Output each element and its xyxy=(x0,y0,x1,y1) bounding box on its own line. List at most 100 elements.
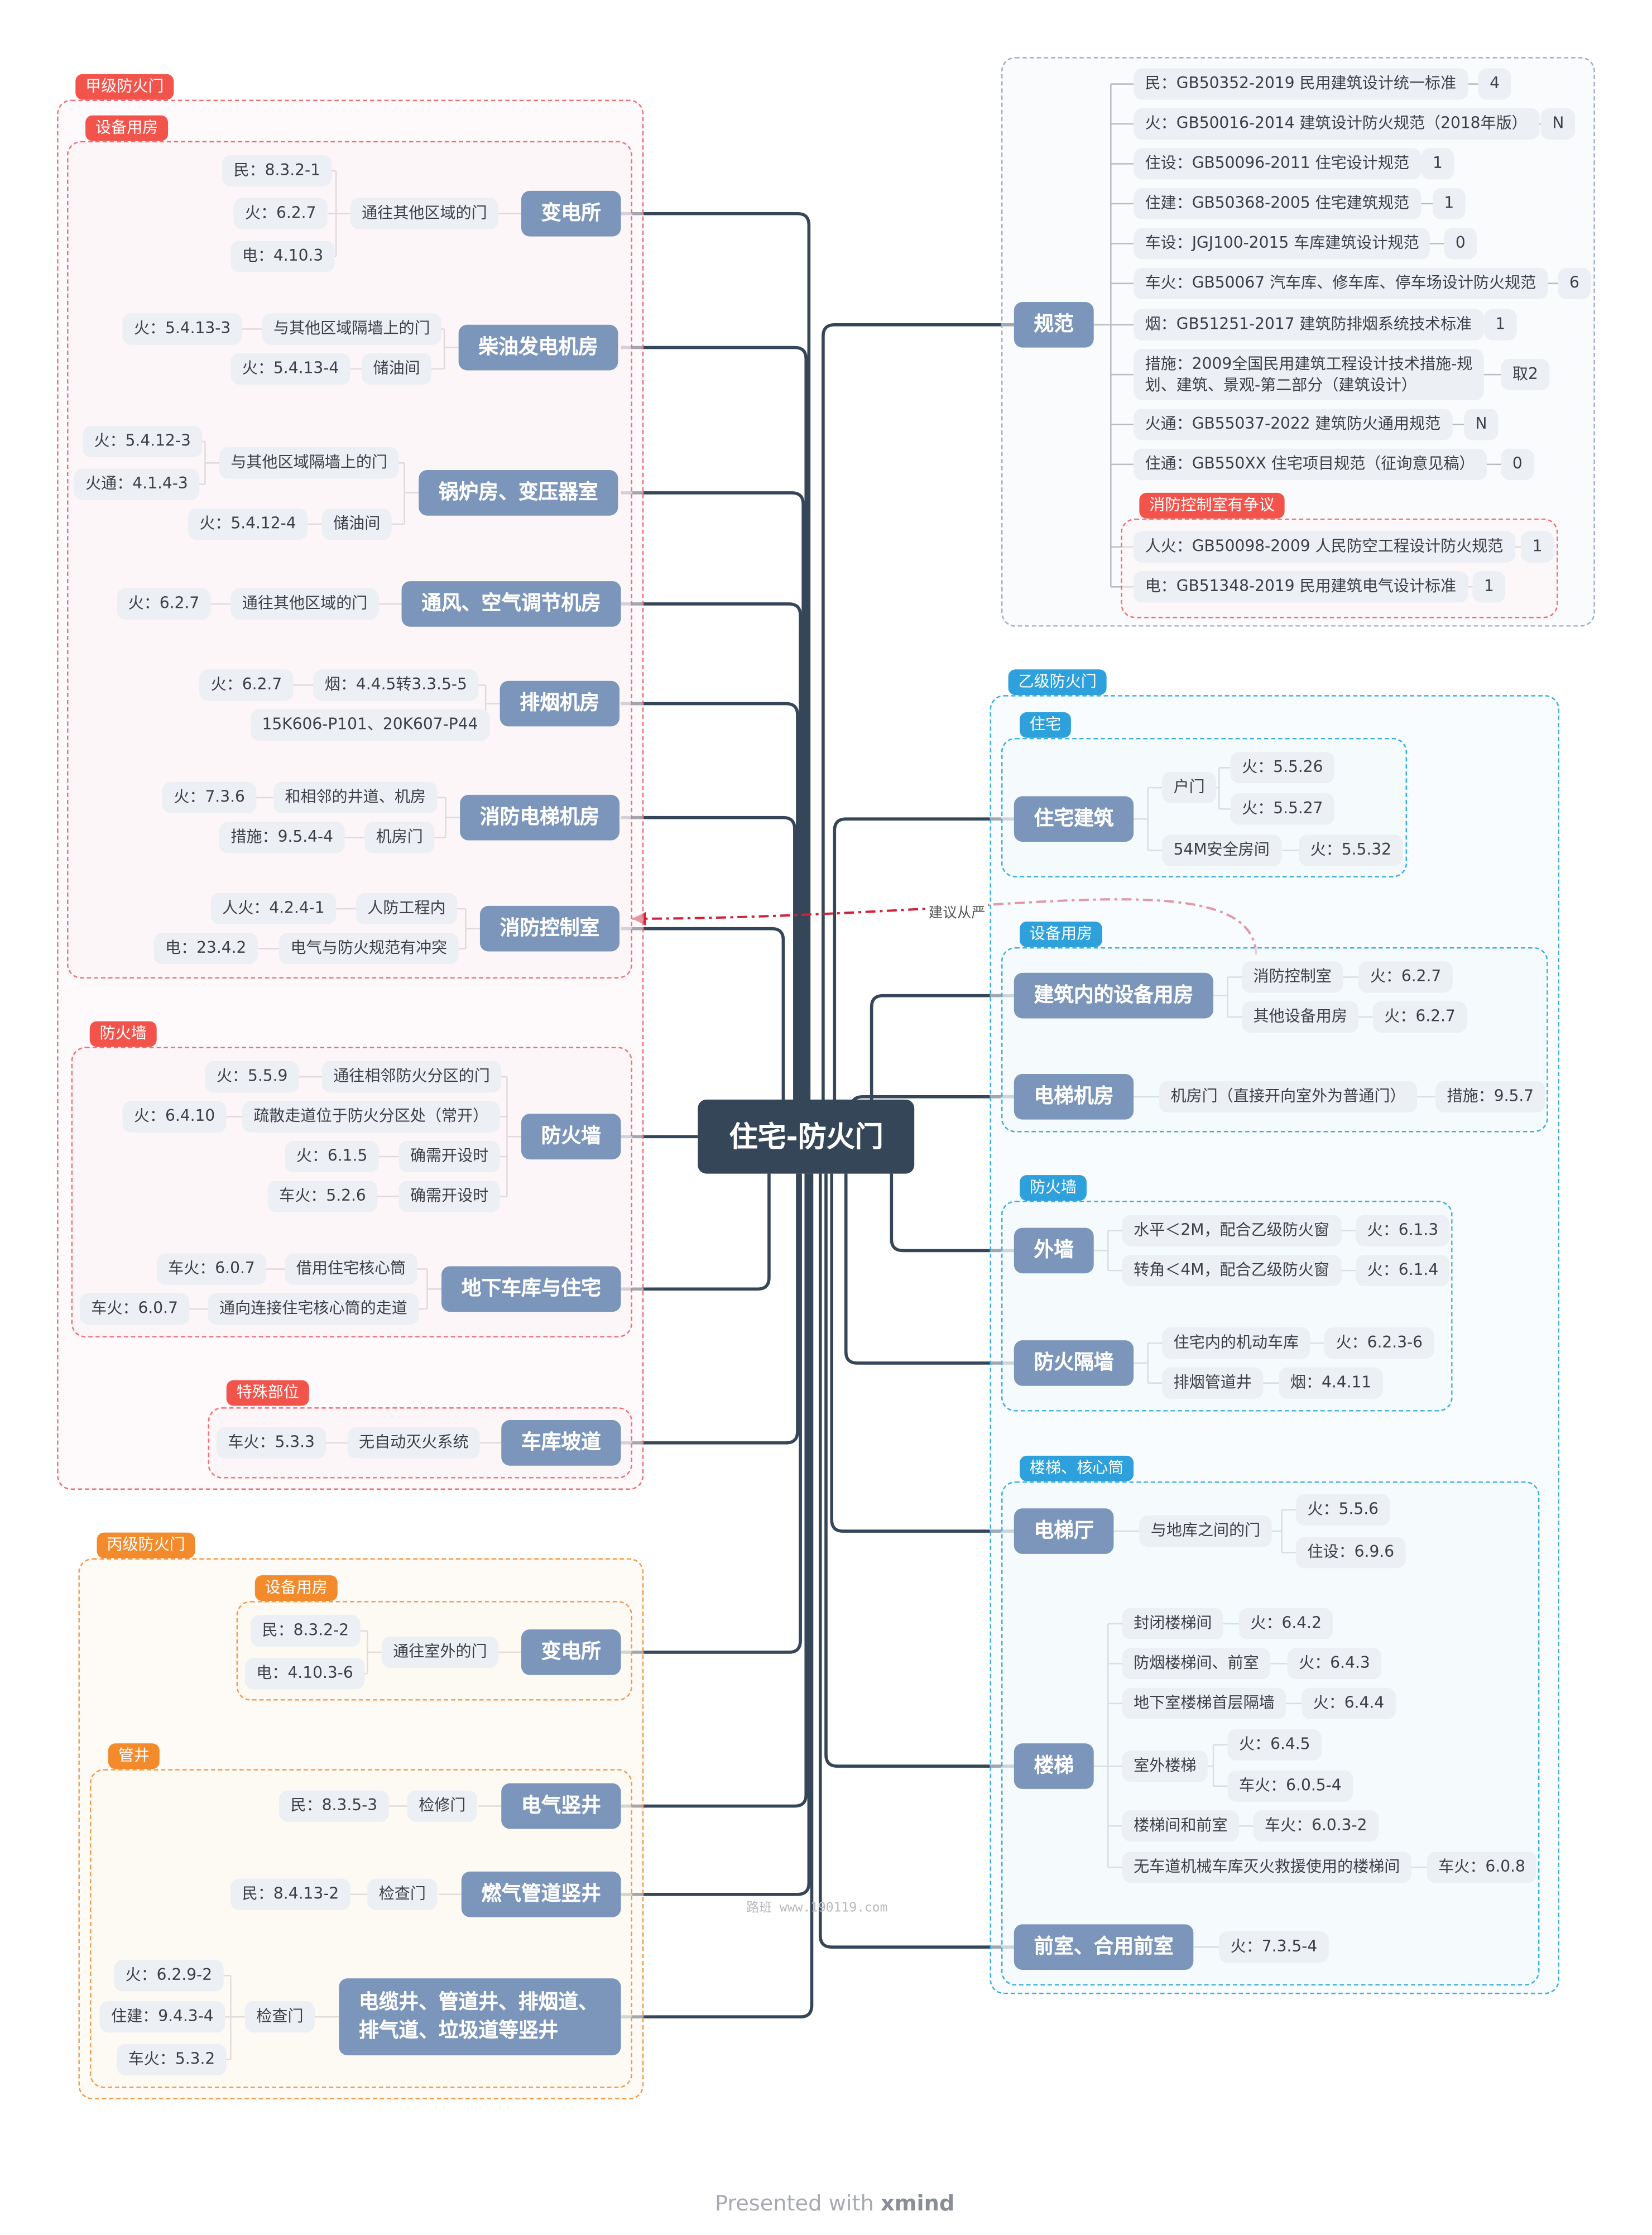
leaf-ref[interactable]: 火：5.5.32 xyxy=(1299,834,1403,866)
topic-xiaofangkongzhi[interactable]: 消防控制室 xyxy=(479,905,620,952)
leaf-count[interactable]: 0 xyxy=(1444,228,1477,260)
leaf-door[interactable]: 转角＜4M，配合乙级防火窗 xyxy=(1122,1255,1341,1287)
leaf-count[interactable]: 1 xyxy=(1433,188,1466,219)
leaf-ref[interactable]: 住设：6.9.6 xyxy=(1296,1537,1406,1569)
leaf-ref[interactable]: 火：5.4.12-3 xyxy=(82,425,203,458)
leaf-ref[interactable]: 车火：6.0.5-4 xyxy=(1227,1770,1353,1802)
topic-dianti[interactable]: 电梯机房 xyxy=(1014,1073,1134,1120)
leaf-door[interactable]: 消防控制室 xyxy=(1242,961,1343,993)
leaf-count[interactable]: 1 xyxy=(1472,571,1506,603)
leaf-standard[interactable]: 电：GB51348-2019 民用建筑电气设计标准 xyxy=(1134,571,1468,603)
topic-zhuzhai[interactable]: 住宅建筑 xyxy=(1014,796,1134,842)
leaf-ref[interactable]: 火：5.4.12-4 xyxy=(188,508,308,540)
leaf-ref[interactable]: 车火：5.2.6 xyxy=(267,1181,378,1212)
leaf-ref[interactable]: 火：6.4.10 xyxy=(122,1101,227,1133)
leaf-door[interactable]: 防烟楼梯间、前室 xyxy=(1122,1648,1271,1680)
leaf-door[interactable]: 其他设备用房 xyxy=(1242,1001,1359,1033)
topic-ranqi[interactable]: 燃气管道竖井 xyxy=(461,1871,621,1917)
topic-tongfeng[interactable]: 通风、空气调节机房 xyxy=(401,581,621,627)
leaf-standard[interactable]: 火：GB50016-2014 建筑设计防火规范（2018年版） xyxy=(1134,108,1539,140)
leaf-count[interactable]: 取2 xyxy=(1501,359,1550,391)
leaf-door[interactable]: 住宅内的机动车库 xyxy=(1162,1327,1310,1359)
topic-dianqi[interactable]: 电气竖井 xyxy=(501,1783,621,1829)
leaf-ref[interactable]: 人火：4.2.4-1 xyxy=(210,893,337,925)
leaf-ref[interactable]: 住建：9.4.3-4 xyxy=(99,2001,225,2033)
leaf-door[interactable]: 通往室外的门 xyxy=(381,1636,499,1668)
leaf-door[interactable]: 地下室楼梯首层隔墙 xyxy=(1122,1687,1286,1719)
topic-dianlan[interactable]: 电缆井、管道井、排烟道、 排气道、垃圾道等竖井 xyxy=(339,1978,621,2056)
topic-biandiansuo-2[interactable]: 变电所 xyxy=(521,1629,621,1675)
leaf-count[interactable]: 4 xyxy=(1478,68,1511,100)
leaf-door[interactable]: 通往其他区域的门 xyxy=(350,198,499,229)
leaf-ref[interactable]: 火：5.4.13-3 xyxy=(122,313,242,345)
leaf-ref[interactable]: 火：6.2.7 xyxy=(1372,1001,1467,1033)
leaf-ref[interactable]: 火：6.2.7 xyxy=(199,669,294,701)
leaf-ref[interactable]: 火：6.4.2 xyxy=(1238,1608,1333,1640)
relation-label[interactable]: 建议从严 xyxy=(925,900,988,922)
leaf-door[interactable]: 室外楼梯 xyxy=(1122,1750,1208,1782)
leaf-ref[interactable]: 措施：9.5.7 xyxy=(1435,1081,1545,1112)
leaf-ref[interactable]: 车火：5.3.2 xyxy=(117,2044,227,2075)
leaf-door[interactable]: 封闭楼梯间 xyxy=(1122,1608,1223,1640)
leaf-count[interactable]: 1 xyxy=(1421,148,1454,180)
leaf-ref[interactable]: 车火：5.3.3 xyxy=(216,1427,326,1459)
leaf-ref[interactable]: 民：8.3.5-3 xyxy=(279,1790,389,1822)
topic-shebei[interactable]: 建筑内的设备用房 xyxy=(1014,972,1214,1019)
leaf-door[interactable]: 与其他区域隔墙上的门 xyxy=(262,313,442,345)
leaf-count[interactable]: 0 xyxy=(1501,448,1534,480)
topic-biandiansuo[interactable]: 变电所 xyxy=(521,190,621,237)
leaf-door[interactable]: 检修门 xyxy=(407,1790,477,1822)
leaf-ref[interactable]: 电：23.4.2 xyxy=(153,933,258,965)
leaf-ref[interactable]: 火：6.4.5 xyxy=(1227,1729,1322,1761)
leaf-door[interactable]: 确需开设时 xyxy=(398,1181,500,1212)
leaf-count[interactable]: 1 xyxy=(1483,309,1517,340)
leaf-door[interactable]: 检查门 xyxy=(244,2001,315,2033)
leaf-standard[interactable]: 民：GB50352-2019 民用建筑设计统一标准 xyxy=(1134,68,1468,100)
leaf-ref[interactable]: 民：8.4.13-2 xyxy=(230,1878,350,1910)
leaf-door[interactable]: 和相邻的井道、机房 xyxy=(273,781,438,814)
leaf-door[interactable]: 储油间 xyxy=(321,508,392,540)
leaf-door[interactable]: 机房门（直接开向室外为普通门） xyxy=(1159,1081,1417,1112)
leaf-door[interactable]: 户门 xyxy=(1162,772,1217,804)
topic-qianshi[interactable]: 前室、合用前室 xyxy=(1014,1924,1194,1970)
topic-diantiting[interactable]: 电梯厅 xyxy=(1014,1508,1114,1554)
leaf-door[interactable]: 确需开设时 xyxy=(398,1140,500,1173)
topic-xiaofangdianti[interactable]: 消防电梯机房 xyxy=(460,794,620,841)
leaf-ref[interactable]: 火通：4.1.4-3 xyxy=(74,468,200,500)
leaf-ref[interactable]: 火：5.5.6 xyxy=(1296,1494,1390,1526)
leaf-standard[interactable]: 住设：GB50096-2011 住宅设计规范 xyxy=(1134,148,1421,180)
topic-gegeqiang[interactable]: 防火隔墙 xyxy=(1014,1340,1134,1386)
leaf-standard[interactable]: 车设：JGJ100-2015 车库建筑设计规范 xyxy=(1134,228,1431,260)
leaf-standard[interactable]: 烟：GB51251-2017 建筑防排烟系统技术标准 xyxy=(1134,309,1483,340)
leaf-ref[interactable]: 火：6.2.3-6 xyxy=(1324,1327,1434,1359)
leaf-ref[interactable]: 车火：6.0.8 xyxy=(1427,1852,1537,1883)
leaf-door[interactable]: 通向连接住宅核心筒的走道 xyxy=(208,1293,419,1325)
leaf-door[interactable]: 通往其他区域的门 xyxy=(230,588,379,620)
topic-guolu[interactable]: 锅炉房、变压器室 xyxy=(419,470,618,516)
leaf-door[interactable]: 借用住宅核心筒 xyxy=(285,1253,417,1285)
leaf-door[interactable]: 楼梯间和前室 xyxy=(1122,1810,1239,1842)
leaf-door[interactable]: 检查门 xyxy=(367,1878,438,1910)
leaf-count[interactable]: 6 xyxy=(1558,267,1591,299)
leaf-count[interactable]: N xyxy=(1540,108,1576,140)
leaf-standard[interactable]: 住通：GB550XX 住宅项目规范（征询意见稿） xyxy=(1134,448,1487,480)
topic-fanghuoqiang[interactable]: 防火墙 xyxy=(521,1114,621,1160)
leaf-standard[interactable]: 火通：GB55037-2022 建筑防火通用规范 xyxy=(1134,409,1452,440)
leaf-ref[interactable]: 火：6.2.7 xyxy=(1358,961,1453,993)
leaf-door[interactable]: 54M安全房间 xyxy=(1162,834,1281,866)
leaf-ref[interactable]: 电：4.10.3 xyxy=(230,241,335,272)
leaf-ref[interactable]: 火：7.3.6 xyxy=(162,781,257,814)
leaf-ref[interactable]: 火：6.1.4 xyxy=(1356,1255,1450,1287)
topic-waiqiang[interactable]: 外墙 xyxy=(1014,1227,1094,1274)
leaf-ref[interactable]: 火：6.2.7 xyxy=(117,588,211,620)
topic-louti[interactable]: 楼梯 xyxy=(1014,1743,1094,1789)
leaf-ref[interactable]: 火：6.2.9-2 xyxy=(114,1960,224,1992)
leaf-ref[interactable]: 火：6.1.5 xyxy=(285,1140,379,1173)
leaf-ref[interactable]: 火：5.5.26 xyxy=(1230,752,1334,784)
leaf-door[interactable]: 机房门 xyxy=(364,822,435,853)
leaf-door[interactable]: 与地库之间的门 xyxy=(1139,1515,1272,1547)
leaf-door[interactable]: 人防工程内 xyxy=(356,893,458,925)
leaf-door[interactable]: 储油间 xyxy=(362,353,432,385)
leaf-door[interactable]: 通往相邻防火分区的门 xyxy=(321,1061,502,1093)
leaf-ref[interactable]: 火：5.5.9 xyxy=(205,1061,299,1093)
